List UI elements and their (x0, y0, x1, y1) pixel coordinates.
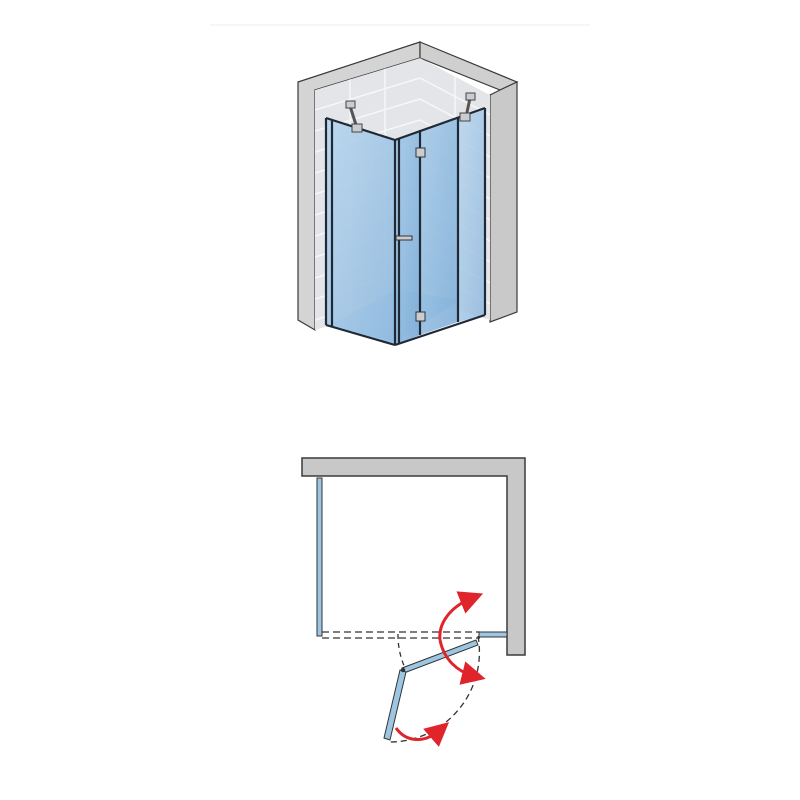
right-wall (489, 81, 518, 323)
plan-wall (301, 457, 526, 656)
stabilizer-bars (345, 92, 476, 133)
door-handle (395, 235, 413, 241)
door-swing-arc-outer (387, 635, 481, 743)
curved-double-arrow-icon (438, 591, 484, 641)
door-swing-arc-inner (397, 633, 406, 669)
closed-door-position-dashed (322, 631, 480, 639)
right-side-glass-panel (458, 108, 485, 322)
left-fixed-glass-panel (326, 118, 395, 345)
curved-arrow-icon (394, 722, 450, 747)
plan-left-fixed-panel (316, 477, 323, 637)
plan-folding-door-open (383, 639, 479, 741)
lower-hinge (415, 311, 426, 322)
upper-hinge (415, 147, 426, 158)
front-fixed-glass-panel (420, 117, 458, 335)
frame-profiles (324, 106, 487, 347)
curved-double-arrow-icon-lower (438, 639, 486, 685)
shower-enclosure-perspective (210, 24, 590, 347)
plan-right-fixed-panel (478, 631, 508, 638)
